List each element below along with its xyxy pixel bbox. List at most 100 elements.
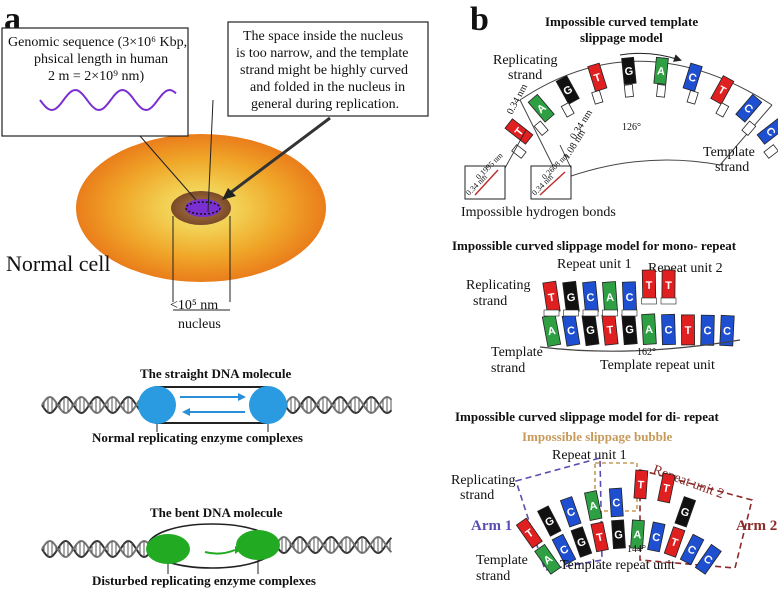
base-C: C bbox=[661, 313, 676, 346]
base-C: C bbox=[582, 281, 599, 313]
base-A: A bbox=[584, 490, 603, 521]
di-angle: 144° bbox=[627, 544, 646, 555]
base-C: C bbox=[647, 521, 666, 553]
backbone-block bbox=[641, 297, 657, 305]
genomic-line-3: 2 m = 2×10⁹ nm) bbox=[48, 69, 144, 84]
base-letter: G bbox=[614, 529, 623, 542]
straight-dna-caption: Normal replicating enzyme complexes bbox=[92, 430, 303, 445]
dna-dotted-ring bbox=[185, 201, 221, 215]
base-A: A bbox=[541, 314, 562, 348]
base-C: C bbox=[608, 487, 624, 518]
reverse-arrow-head bbox=[182, 408, 190, 416]
top-title-line-1: Impossible curved template bbox=[545, 14, 698, 29]
bent-dna-caption: Disturbed replicating enzyme complexes bbox=[92, 573, 316, 588]
base-T: T bbox=[641, 269, 657, 301]
mono-repeat-1: Repeat unit 1 bbox=[557, 257, 632, 272]
base-letter: T bbox=[547, 292, 556, 305]
pointer-arrow-shaft bbox=[225, 116, 331, 198]
enzyme-complex-right bbox=[236, 530, 280, 560]
base-A: A bbox=[534, 543, 562, 575]
base-letter: G bbox=[624, 65, 634, 78]
mono-repeat-2: Repeat unit 2 bbox=[648, 261, 723, 276]
base-G: G bbox=[555, 75, 580, 105]
dna-helix-left bbox=[41, 539, 151, 559]
di-repeat-1: Repeat unit 1 bbox=[552, 448, 627, 463]
nucleus-size-value: <10⁵ nm bbox=[170, 298, 218, 313]
base-T: T bbox=[661, 269, 676, 301]
base-C: C bbox=[559, 496, 582, 528]
straight-dna-title: The straight DNA molecule bbox=[140, 366, 292, 381]
base-letter: T bbox=[685, 325, 692, 337]
backbone-block bbox=[660, 297, 677, 305]
top-template-label-1: Template bbox=[703, 145, 755, 160]
nucleus-label: nucleus bbox=[178, 317, 221, 332]
top-replicating-label-1: Replicating bbox=[493, 53, 558, 68]
backbone-block bbox=[560, 102, 575, 118]
leader-line-left bbox=[139, 135, 197, 201]
helix-strand bbox=[41, 395, 141, 415]
mono-template-curve bbox=[539, 339, 741, 352]
base-T: T bbox=[542, 280, 561, 314]
base-letter: C bbox=[586, 292, 595, 305]
base-C: C bbox=[551, 533, 577, 566]
base-letter: G bbox=[576, 536, 588, 550]
base-G: G bbox=[570, 526, 593, 558]
base-letter: T bbox=[665, 280, 672, 292]
enzyme-complex-left bbox=[146, 534, 190, 564]
backbone-block bbox=[715, 102, 730, 118]
base-letter: C bbox=[612, 497, 621, 510]
base-T: T bbox=[601, 313, 619, 346]
base-G: G bbox=[611, 519, 626, 550]
straight-dna-illustration: The straight DNA molecule Normal replica… bbox=[41, 366, 393, 445]
base-C: C bbox=[700, 314, 715, 346]
backbone-block bbox=[543, 309, 560, 317]
base-letter: T bbox=[637, 479, 645, 491]
enzyme-complex-right bbox=[249, 386, 287, 424]
mono-replicating-2: strand bbox=[473, 294, 507, 309]
top-template-label-2: strand bbox=[715, 160, 749, 175]
base-T: T bbox=[681, 314, 695, 346]
normal-cell-illustration bbox=[76, 134, 326, 282]
base-A: A bbox=[641, 313, 657, 345]
backbone-block bbox=[621, 309, 638, 317]
base-letter: A bbox=[588, 500, 598, 513]
base-T: T bbox=[587, 62, 608, 92]
mono-replicating-1: Replicating bbox=[466, 278, 531, 293]
base-G: G bbox=[621, 56, 637, 85]
di-template-repeat: Template repeat unit bbox=[560, 558, 675, 573]
curved-template-model: Impossible curved template slippage mode… bbox=[461, 14, 778, 220]
direction-arrow bbox=[619, 52, 682, 62]
base-T: T bbox=[633, 469, 649, 500]
base-letter: T bbox=[606, 324, 614, 337]
di-title: Impossible curved slippage model for di-… bbox=[455, 409, 720, 424]
base-letter: C bbox=[651, 531, 661, 544]
mono-repeat-model: Impossible curved slippage model for mon… bbox=[452, 238, 741, 376]
normal-cell-label: Normal cell bbox=[6, 251, 110, 276]
panel-b-letter: b bbox=[470, 1, 489, 38]
di-template-1: Template bbox=[476, 553, 528, 568]
base-letter: A bbox=[633, 529, 642, 542]
base-C: C bbox=[756, 118, 778, 145]
base-letter: C bbox=[723, 325, 732, 337]
base-T: T bbox=[504, 118, 534, 145]
base-C: C bbox=[735, 93, 763, 123]
base-letter: G bbox=[566, 292, 576, 305]
nucleus-line-4: and folded in the nucleus in bbox=[250, 80, 405, 95]
base-A: A bbox=[653, 56, 669, 85]
hydrogen-bonds-caption: Impossible hydrogen bonds bbox=[461, 205, 616, 220]
genomic-line-2: phsical length in human bbox=[34, 52, 168, 67]
base-C: C bbox=[682, 62, 703, 92]
base-letter: C bbox=[664, 324, 672, 336]
base-T: T bbox=[710, 75, 735, 105]
genomic-line-1: Genomic sequence (3×10⁶ Kbp, bbox=[8, 35, 187, 50]
inset-box-1 bbox=[464, 165, 506, 200]
green-arrow-head bbox=[235, 546, 242, 554]
backbone-block bbox=[563, 309, 579, 317]
di-bubble-label: Impossible slippage bubble bbox=[522, 429, 673, 444]
base-G: G bbox=[537, 505, 562, 537]
arm-2-label: Arm 2 bbox=[736, 518, 777, 534]
dim-034-a: 0.34 nm bbox=[505, 82, 530, 116]
backbone-block bbox=[686, 89, 699, 105]
